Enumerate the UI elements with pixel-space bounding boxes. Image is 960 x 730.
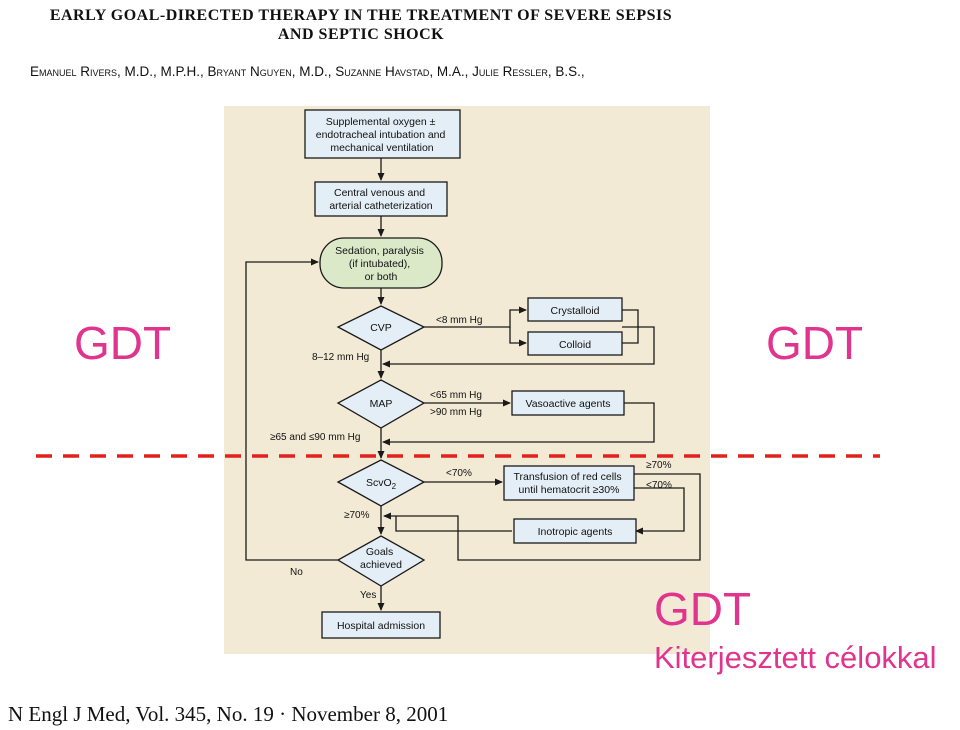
transfusion-box: Transfusion of red cells until hematocri… — [503, 465, 635, 501]
yes-label: Yes — [360, 590, 376, 601]
svg-text:Transfusion of red cells: Transfusion of red cells until hematocri… — [513, 471, 624, 496]
svg-text:Sedation, paralysis (if: Sedation, paralysis (if intubated), or b… — [335, 245, 427, 283]
goals-decision: Goals achieved — [336, 535, 426, 587]
vasoactive-box: Vasoactive agents — [511, 390, 625, 416]
gdt-extended-goals-label: Kiterjesztett célokkal — [654, 640, 937, 675]
gdt-label-left: GDT — [74, 317, 172, 369]
svg-text:Inotropic agents: Inotropic agents — [538, 526, 613, 538]
gdt-label-bottom: GDT — [654, 583, 752, 635]
svg-text:ScvO2: ScvO2 — [366, 477, 397, 491]
sedation-node: Sedation, paralysis (if intubated), or b… — [319, 237, 443, 289]
svg-text:Hospital admission: Hospital admission — [337, 620, 425, 632]
title-line-2: AND SEPTIC SHOCK — [277, 26, 445, 43]
cvp-ok-label: 8–12 mm Hg — [312, 352, 369, 363]
no-label: No — [290, 567, 303, 578]
scvo2-low-label: <70% — [446, 468, 472, 479]
transfusion-ok-label: ≥70% — [646, 460, 672, 471]
title-line-1: EARLY GOAL-DIRECTED THERAPY IN THE TREAT… — [49, 7, 673, 24]
svg-text:Crystalloid: Crystalloid — [550, 305, 599, 317]
map-ok-label: ≥65 and ≤90 mm Hg — [270, 432, 360, 443]
map-decision: MAP — [336, 379, 426, 429]
hospital-admission-box: Hospital admission — [321, 611, 441, 639]
transfusion-low-label: <70% — [646, 480, 672, 491]
connector-lines — [245, 158, 701, 611]
svg-text:Vasoactive agents: Vasoactive agents — [525, 398, 610, 410]
oxygen-ventilation-box: Supplemental oxygen ± endotracheal intub… — [304, 109, 461, 159]
scvo2-decision: ScvO2 — [336, 459, 426, 507]
svg-text:Central venous and arter: Central venous and arterial catheterizat… — [329, 187, 432, 212]
svg-text:Colloid: Colloid — [559, 339, 591, 351]
svg-text:Goals achieved: Goals achieved — [360, 546, 402, 571]
svg-text:Supplemental oxygen ± en: Supplemental oxygen ± endotracheal intub… — [316, 116, 449, 154]
scvo2-ok-label: ≥70% — [344, 510, 370, 521]
svg-text:CVP: CVP — [370, 322, 392, 334]
map-high-label: >90 mm Hg — [430, 407, 482, 418]
catheterization-box: Central venous and arterial catheterizat… — [314, 181, 448, 217]
inotropic-box: Inotropic agents — [513, 518, 637, 544]
cvp-low-label: <8 mm Hg — [436, 315, 482, 326]
colloid-box: Colloid — [527, 331, 623, 356]
svg-text:MAP: MAP — [370, 398, 393, 410]
cvp-decision: CVP — [336, 305, 426, 351]
author-list: Emanuel Rivers, M.D., M.P.H., Bryant Ngu… — [30, 64, 585, 79]
crystalloid-box: Crystalloid — [527, 297, 623, 322]
flowchart-panel — [224, 106, 710, 654]
map-low-label: <65 mm Hg — [430, 390, 482, 401]
article-title: EARLY GOAL-DIRECTED THERAPY IN THE TREAT… — [0, 6, 722, 44]
journal-citation: N Engl J Med, Vol. 345, No. 19 · Novembe… — [8, 702, 449, 726]
gdt-label-right: GDT — [766, 317, 864, 369]
